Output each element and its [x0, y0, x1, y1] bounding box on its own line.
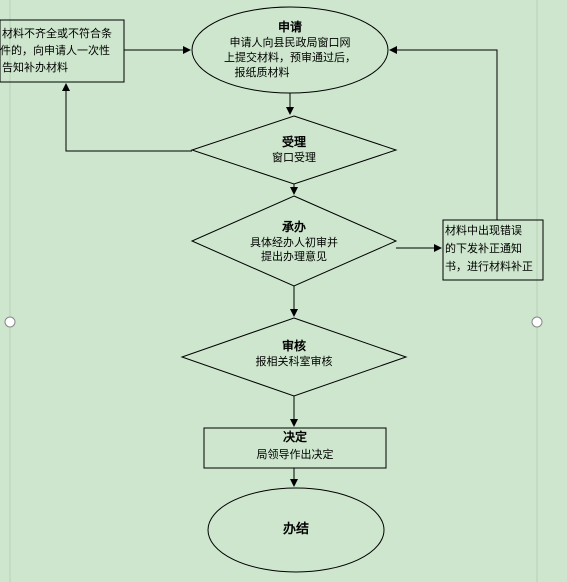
- apply-line-2: 上提交材料，预审通过后，: [224, 50, 356, 64]
- handle-line-1: 具体经办人初审并: [250, 235, 338, 249]
- incomplete-note-line-3: 告知补办材料: [2, 60, 68, 74]
- handle-title: 承办: [282, 219, 306, 234]
- apply-title: 申请: [278, 19, 302, 34]
- decide-line-1: 局领导作出决定: [257, 447, 334, 461]
- accept-diamond: [190, 115, 398, 185]
- left-resize-handle[interactable]: [4, 316, 16, 328]
- error-note-box: [442, 219, 544, 281]
- apply-line-1: 申请人向县民政局窗口网: [230, 35, 351, 49]
- right-resize-handle[interactable]: [531, 316, 543, 328]
- arrow-accept-to-note: [62, 83, 192, 152]
- review-line-1: 报相关科室审核: [256, 354, 333, 368]
- error-note-line-1: 材料中出现错误: [445, 223, 522, 237]
- review-title: 审核: [282, 338, 306, 353]
- incomplete-note-line-1: 材料不齐全或不符合条: [2, 26, 112, 40]
- decide-box: [203, 427, 387, 469]
- arrow-error-note-to-apply: [389, 46, 498, 220]
- accept-title: 受理: [282, 134, 306, 149]
- finish-ellipse: [207, 487, 385, 573]
- incomplete-note-box: [0, 19, 125, 83]
- error-note-line-3: 书，进行材料补正: [445, 259, 533, 273]
- apply-line-3: 报纸质材料: [235, 65, 290, 79]
- decide-title: 决定: [283, 429, 307, 444]
- incomplete-note-line-2: 件的，向申请人一次性: [0, 43, 110, 57]
- incomplete-note: 材料不齐全或不符合条 件的，向申请人一次性 告知补办材料: [0, 26, 112, 74]
- error-note: 材料中出现错误 的下发补正通知 书，进行材料补正: [445, 223, 533, 273]
- accept-line-1: 窗口受理: [272, 150, 316, 164]
- handle-line-2: 提出办理意见: [261, 249, 327, 263]
- error-note-line-2: 的下发补正通知: [445, 241, 522, 255]
- finish-title: 办结: [283, 521, 309, 537]
